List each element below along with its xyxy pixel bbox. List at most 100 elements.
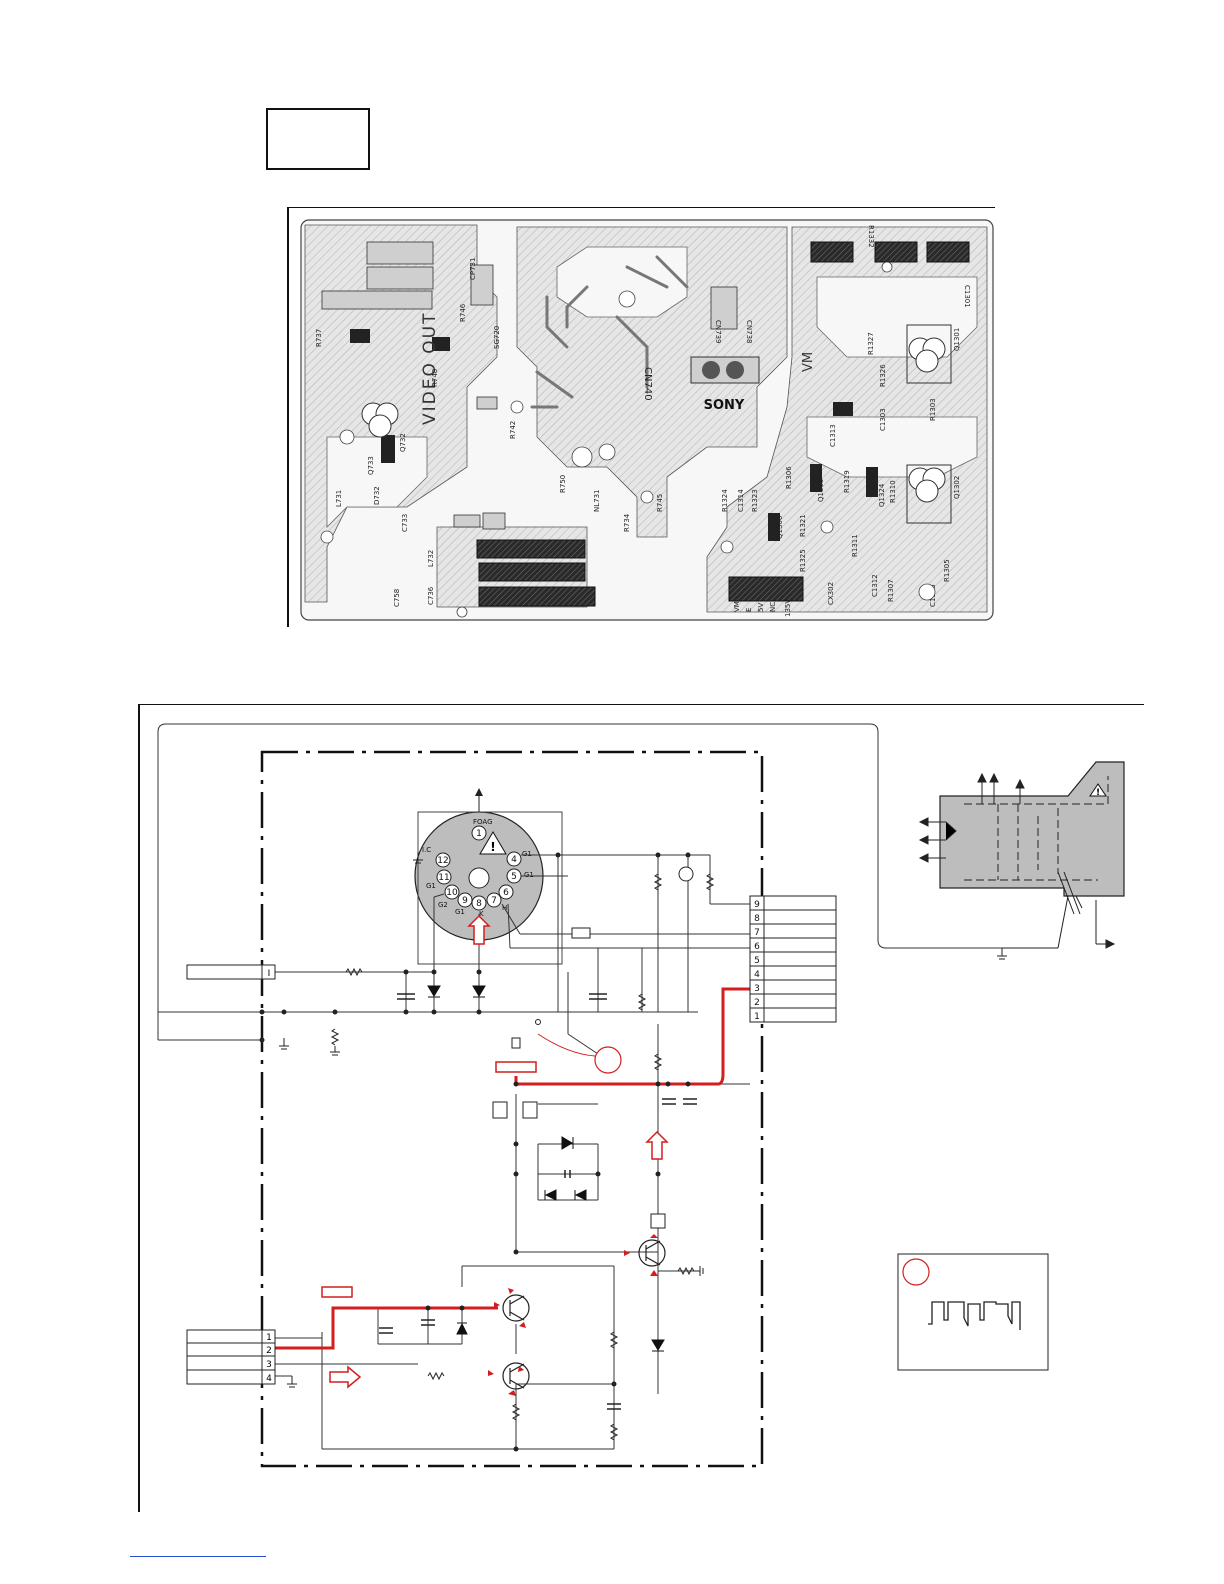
conn-right-pin-2: 2 [754, 998, 760, 1008]
socket-pin-12: 12 [437, 856, 448, 866]
pcb-video-out-label: VIDEO OUT [420, 312, 440, 425]
pcb-ref-r734: R734 [623, 513, 631, 532]
socket-label-k: K [479, 910, 484, 918]
pcb-ref-cp731: CP731 [469, 258, 477, 280]
pcb-ref-r745: R745 [656, 494, 664, 512]
pcb-logo-text: SONY [704, 398, 745, 413]
pcb-ic-block-3 [478, 586, 596, 607]
page-label-box [266, 108, 370, 170]
conn-left-bottom-pin-1: 1 [266, 1333, 272, 1343]
pcb-ref-cn738: CN738 [745, 320, 753, 344]
pcb-board-view: SONY VIDEO OUT VM CP731 CN739 CN738 CN74… [287, 207, 995, 627]
socket-pin-4: 4 [511, 855, 517, 865]
pcb-vm-label: VM [801, 352, 816, 372]
waveform-trace [928, 1301, 1021, 1330]
footer-link-underline[interactable] [130, 1556, 266, 1558]
pcb-ref-r1327: R1327 [867, 332, 875, 355]
pcb-ic-block-2 [478, 562, 586, 582]
pcb-ref-cx302: CX302 [827, 582, 835, 605]
pcb-ref-q1324: Q1324 [878, 483, 886, 507]
pcb-ref-c736: C736 [427, 586, 435, 605]
signal-arrow-up-cathode [467, 914, 491, 945]
conn-left-top-pin: I [268, 969, 271, 979]
socket-pin-5: 5 [511, 872, 517, 882]
pcb-ref-r1307: R1307 [887, 579, 895, 602]
pcb-ref-c1303: C1303 [879, 408, 887, 431]
socket-pin-9: 9 [462, 896, 468, 906]
pcb-ref-r1303: R1303 [929, 398, 937, 421]
pcb-ref-r748: R748 [431, 369, 439, 387]
connector-left-top: I [186, 964, 276, 980]
connector-left-bottom: 1 2 3 4 [186, 1329, 276, 1385]
socket-label-focus: FOAG [473, 818, 493, 826]
pcb-ref-q1306: Q1306 [776, 515, 784, 539]
waveform-badge [902, 1258, 930, 1286]
pcb-ref-r742: R742 [509, 421, 517, 439]
pcb-ref-q732: Q732 [399, 433, 407, 452]
pcb-ref-r746: R746 [459, 303, 467, 322]
red-marker-box-2 [321, 1286, 353, 1298]
pcb-vm-pin-3: 5V [757, 603, 765, 612]
pcb-ref-l731: L731 [335, 490, 343, 507]
pcb-ref-r1325: R1325 [799, 549, 807, 572]
pcb-ref-r1332: R1332 [867, 225, 875, 248]
pcb-ref-cn739: CN739 [714, 320, 722, 344]
signal-arrow-up-drive [645, 1130, 669, 1160]
conn-left-bottom-pin-2: 2 [266, 1346, 272, 1356]
pcb-ref-c1301: C1301 [963, 285, 971, 308]
pcb-ref-r1306: R1306 [785, 466, 793, 489]
conn-right-pin-4: 4 [754, 970, 760, 980]
conn-right-pin-7: 7 [754, 928, 760, 938]
pcb-ref-c1313: C1313 [829, 424, 837, 447]
crt-board-schematic: ! 1 4 5 6 7 8 9 10 11 12 FOAG I.C [138, 704, 1144, 1512]
pcb-ref-r1323: R1323 [751, 489, 759, 512]
waveform-inset [897, 1253, 1049, 1371]
pcb-ref-c1314: C1314 [737, 489, 745, 512]
pcb-vm-pin-1: VM [733, 601, 741, 612]
connector-right: 9 8 7 6 5 4 3 2 1 [749, 895, 837, 1023]
socket-pin-1: 1 [476, 829, 482, 839]
pcb-ref-r1310: R1310 [889, 480, 897, 503]
pcb-vm-pin-4: NC [769, 602, 777, 612]
crt-tube-symbol: ! [918, 761, 1125, 949]
pcb-ref-c758: C758 [393, 589, 401, 607]
pcb-vm-pin-2: E [745, 608, 753, 612]
socket-pin-10: 10 [446, 888, 458, 898]
pcb-ref-cn740: CN740 [642, 367, 653, 401]
pcb-ref-l732: L732 [427, 550, 435, 567]
svg-text:!: ! [490, 840, 495, 854]
conn-right-pin-3: 3 [754, 984, 760, 994]
pcb-ref-q1305: Q1305 [817, 479, 825, 502]
socket-label-g1-right: G1 [524, 871, 534, 879]
conn-right-pin-5: 5 [754, 956, 760, 966]
socket-pin-11: 11 [438, 873, 449, 883]
pcb-ref-r1319: R1319 [843, 470, 851, 493]
socket-pin-7: 7 [491, 896, 497, 906]
pcb-ref-r737: R737 [315, 329, 323, 347]
pcb-ref-q733: Q733 [367, 456, 375, 475]
socket-label-ic: I.C [422, 846, 431, 854]
conn-left-bottom-pin-3: 3 [266, 1360, 272, 1370]
socket-label-g1-bottom: G1 [455, 908, 465, 916]
pcb-ref-sg720: SG720 [493, 326, 501, 349]
pcb-vm-pin-5: 135V [784, 599, 792, 617]
pcb-ref-q1301: Q1301 [953, 328, 961, 351]
pcb-ref-r1305: R1305 [943, 559, 951, 582]
red-marker-box [495, 1061, 537, 1073]
socket-label-g1-left: G1 [426, 882, 436, 890]
crt-socket: ! 1 4 5 6 7 8 9 10 11 12 FOAG I.C [414, 788, 563, 965]
pcb-ic-block-1 [476, 539, 586, 559]
pcb-ref-r1324: R1324 [721, 489, 729, 512]
socket-pin-8: 8 [476, 899, 482, 909]
conn-right-pin-9: 9 [754, 900, 760, 910]
conn-right-pin-1: 1 [754, 1012, 760, 1022]
pcb-ref-c1312: C1312 [871, 574, 879, 597]
conn-left-bottom-pin-4: 4 [266, 1374, 272, 1384]
pcb-ref-r1311: R1311 [851, 534, 859, 557]
socket-label-g1-right-top: G1 [522, 850, 532, 858]
signal-arrow-right-input [329, 1365, 362, 1389]
pcb-ref-r1321: R1321 [799, 514, 807, 537]
pcb-ref-r750: R750 [559, 475, 567, 493]
pcb-ref-nl731: NL731 [593, 490, 601, 513]
pcb-ref-d732: D732 [373, 486, 381, 505]
